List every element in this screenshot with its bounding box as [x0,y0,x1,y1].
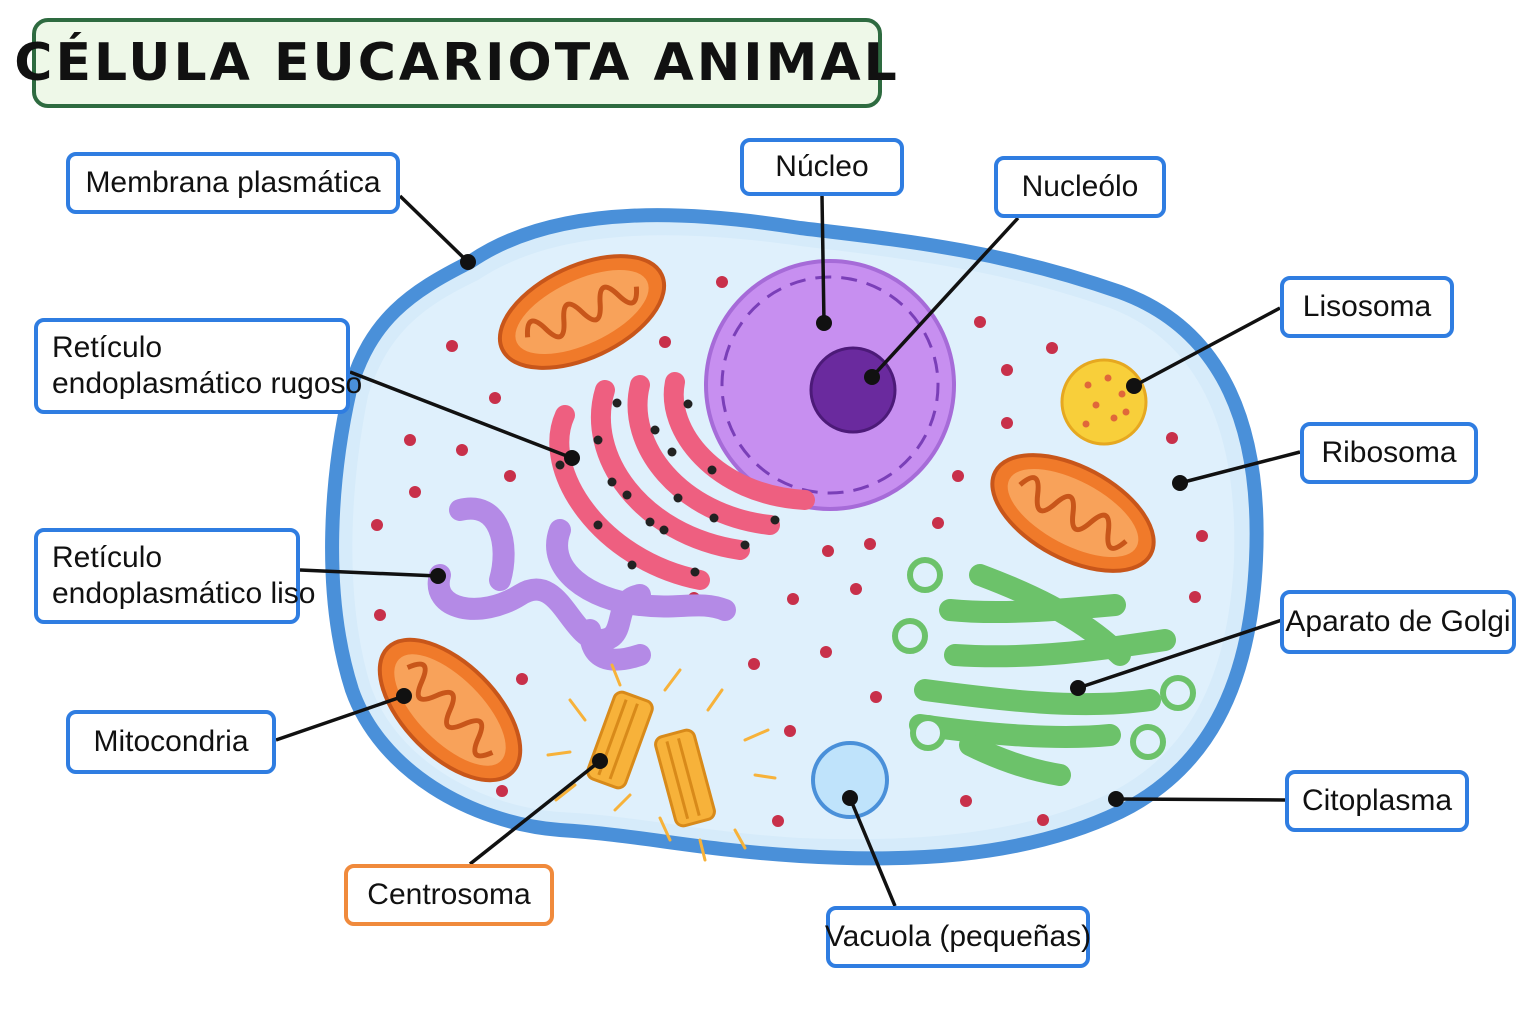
leader-membrana [398,194,470,264]
golgi-apparatus [909,564,1176,786]
leader-lisosoma [1133,306,1281,388]
leader-mitocondria [275,694,405,742]
label-citoplasma: Citoplasma [1285,770,1469,832]
label-reticulo-liso: Retículo endoplasmático liso [34,528,315,624]
leader-golgi [1077,618,1283,690]
label-centrosoma: Centrosoma [344,864,554,926]
label-membrana-plasmatica: Membrana plasmática [66,152,400,214]
smooth-endoplasmic-reticulum [427,497,736,671]
rough-er-ribosomes [555,398,780,577]
lysosome [1060,358,1148,446]
mitochondrion-top [497,254,667,370]
leader-centrosoma [468,759,602,866]
nuclear-envelope [720,275,940,495]
leader-nucleo [820,195,826,324]
ribosomes [371,276,1208,827]
leader-rer [349,370,573,460]
cytoplasm [352,235,1235,840]
label-aparato-golgi: Aparato de Golgi [1280,590,1516,654]
label-nucleo: Núcleo [740,138,904,196]
leader-rel [299,568,439,578]
page-title: CÉLULA EUCARIOTA ANIMAL [14,33,900,93]
label-vacuola: Vacuola (pequeñas) [825,906,1091,968]
vacuole [811,741,889,819]
label-ribosoma: Ribosoma [1300,422,1478,484]
leader-nucleolo [870,216,1020,379]
leader-vacuola [848,797,897,907]
leader-dots [396,254,1188,807]
nucleolus [809,346,897,434]
golgi-vesicles [892,557,1196,760]
label-lisosoma: Lisosoma [1280,276,1454,338]
mitochondrion-right [990,453,1156,573]
label-nucleolo: Nucleólo [994,156,1166,218]
title-box: CÉLULA EUCARIOTA ANIMAL [14,18,897,108]
label-reticulo-rugoso: Retículo endoplasmático rugoso [34,318,362,414]
leader-lines [275,194,1301,907]
rough-endoplasmic-reticulum [549,372,815,590]
leader-ribosoma [1179,450,1301,485]
leader-citoplasma [1115,797,1286,802]
label-mitocondria: Mitocondria [66,710,276,774]
